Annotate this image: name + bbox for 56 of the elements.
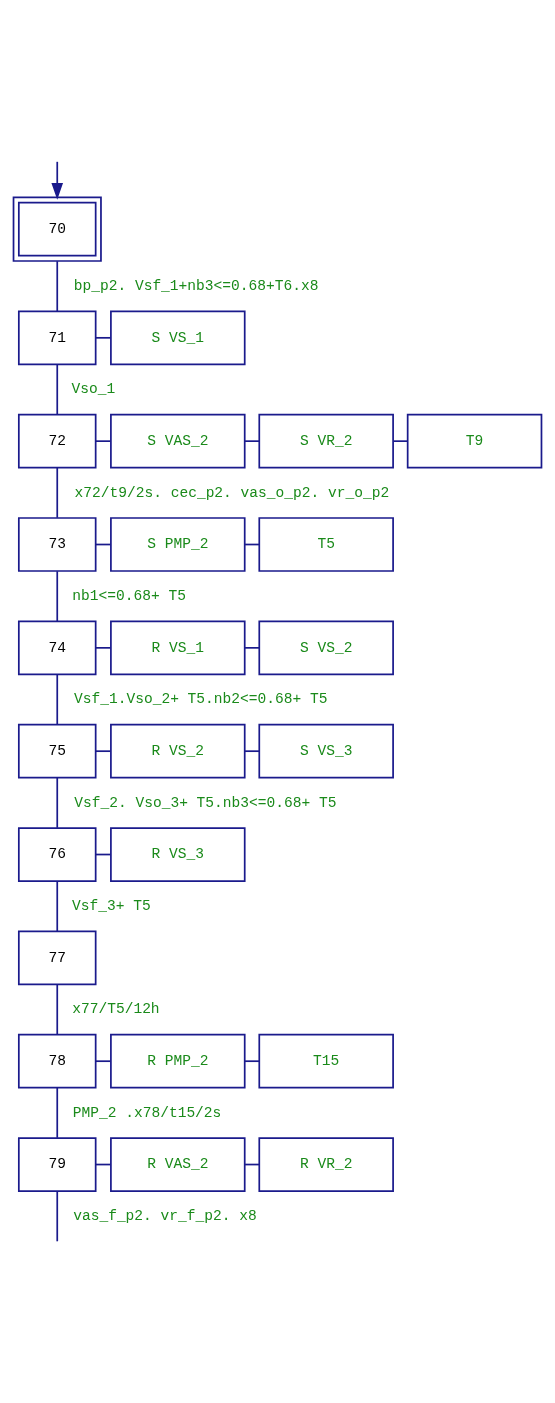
connector bbox=[392, 440, 409, 443]
node-box: 79 bbox=[17, 1137, 97, 1192]
connector bbox=[244, 1060, 260, 1063]
connector bbox=[95, 647, 112, 649]
node-box: S PMP_2 bbox=[110, 517, 246, 572]
edge-label: Vsf_3+ T5 bbox=[71, 897, 151, 914]
node-box: R VS_2 bbox=[110, 723, 246, 779]
edge-label: nb1<=0.68+ T5 bbox=[72, 587, 186, 604]
edge-label: Vso_1 bbox=[71, 381, 116, 398]
node-box: R PMP_2 bbox=[110, 1033, 246, 1089]
node-box: R VS_3 bbox=[110, 827, 246, 882]
connector bbox=[56, 363, 59, 416]
edge-label: x77/T5/12h bbox=[72, 1001, 160, 1018]
edge-label: Vsf_1.Vso_2+ T5.nb2<=0.68+ T5 bbox=[74, 691, 328, 708]
node-box: R VAS_2 bbox=[110, 1137, 246, 1192]
node-box: R VS_1 bbox=[110, 620, 246, 676]
node-box: T15 bbox=[258, 1033, 394, 1089]
connector bbox=[56, 467, 59, 519]
node-box: 76 bbox=[17, 827, 97, 882]
connector bbox=[95, 336, 112, 339]
node-box: S VS_3 bbox=[258, 723, 394, 779]
node-box: 77 bbox=[17, 930, 97, 986]
connector bbox=[56, 260, 59, 313]
node-box: S VS_2 bbox=[258, 620, 394, 676]
connector bbox=[244, 750, 260, 753]
connector bbox=[95, 1060, 112, 1063]
connector bbox=[56, 1190, 59, 1243]
connector bbox=[56, 1087, 59, 1139]
connector bbox=[56, 983, 59, 1036]
node-box: 74 bbox=[17, 620, 97, 676]
connector bbox=[56, 880, 59, 932]
edge-label: x72/t9/2s. cec_p2. vas_o_p2. vr_o_p2 bbox=[74, 484, 390, 501]
connector bbox=[56, 570, 59, 622]
connector bbox=[95, 440, 112, 443]
node-box: 78 bbox=[17, 1033, 97, 1089]
node-box: T5 bbox=[258, 517, 394, 572]
node-box: T9 bbox=[406, 413, 543, 469]
node-box: R VR_2 bbox=[258, 1137, 394, 1192]
edge-label: bp_p2. Vsf_1+nb3<=0.68+T6.x8 bbox=[73, 277, 319, 294]
connector bbox=[244, 440, 260, 443]
connector bbox=[56, 673, 59, 726]
edge-label: vas_f_p2. vr_f_p2. x8 bbox=[73, 1207, 257, 1224]
node-box: S VAS_2 bbox=[110, 413, 246, 469]
node-box: 72 bbox=[17, 413, 97, 469]
node-box: 75 bbox=[17, 723, 97, 779]
connector bbox=[95, 750, 112, 753]
arrow bbox=[51, 160, 64, 200]
edge-label: PMP_2 .x78/t15/2s bbox=[72, 1104, 222, 1121]
node-box: S VR_2 bbox=[258, 413, 394, 469]
node-box: 70 bbox=[12, 196, 102, 262]
node-box: 73 bbox=[17, 517, 97, 572]
connector bbox=[56, 777, 59, 829]
node-box: 71 bbox=[17, 310, 97, 366]
node-box: S VS_1 bbox=[110, 310, 246, 366]
edge-label: Vsf_2. Vso_3+ T5.nb3<=0.68+ T5 bbox=[74, 794, 337, 811]
connector bbox=[244, 647, 260, 649]
